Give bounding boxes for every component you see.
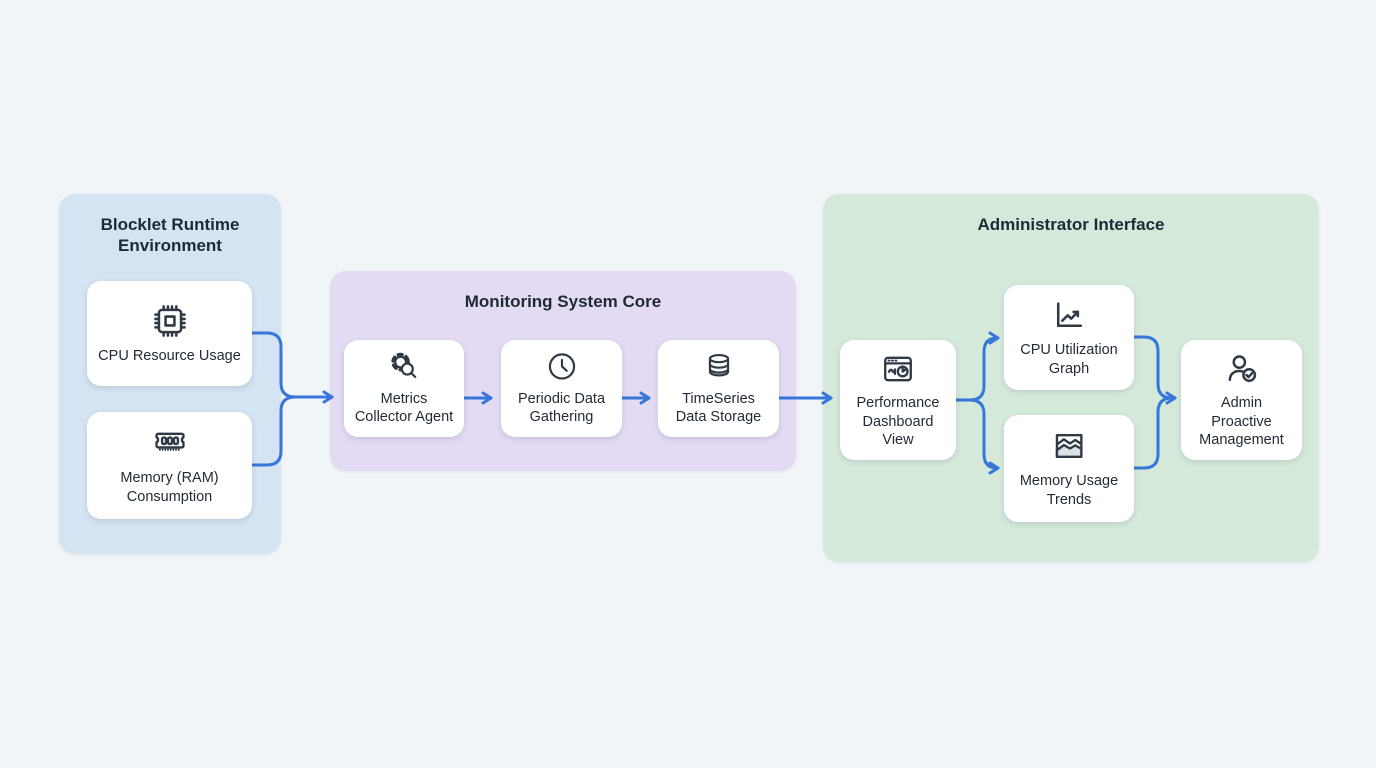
group-title-admin: Administrator Interface [977, 215, 1165, 234]
clock-icon [548, 353, 575, 380]
group-title-core: Monitoring System Core [464, 292, 662, 311]
node-label: Periodic Data Gathering [517, 390, 606, 426]
group-title-runtime: Blocklet Runtime Environment [100, 215, 240, 256]
node-label: Admin Proactive Management [1199, 395, 1284, 449]
line-chart-icon [1056, 302, 1082, 328]
area-chart-icon [1055, 434, 1083, 459]
node-label: CPU Utilization Graph [1020, 342, 1118, 377]
node-label: Performance Dashboard View [856, 395, 940, 449]
node-label: Memory Usage Trends [1019, 473, 1119, 508]
node-label: Metrics Collector Agent [354, 390, 454, 426]
dashboard-window-icon [884, 356, 912, 382]
node-label: TimeSeries Data Storage [675, 390, 762, 426]
database-icon [708, 353, 729, 377]
memory-stick-icon [154, 433, 185, 452]
node-timeseries-data-storage: TimeSeries Data Storage [658, 340, 779, 437]
node-cpu-resource-usage: CPU Resource Usage [87, 281, 252, 386]
node-memory-ram-consumption: Memory (RAM) Consumption [87, 412, 252, 519]
node-label: CPU Resource Usage [98, 347, 241, 364]
node-cpu-utilization-graph: CPU Utilization Graph [1004, 285, 1134, 390]
node-admin-proactive-management: Admin Proactive Management [1181, 340, 1302, 460]
node-memory-usage-trends: Memory Usage Trends [1004, 415, 1134, 522]
gear-search-icon [391, 352, 417, 379]
user-check-icon [1228, 355, 1256, 383]
node-metrics-collector-agent: Metrics Collector Agent [344, 340, 464, 437]
node-label: Memory (RAM) Consumption [120, 470, 219, 505]
cpu-chip-icon [153, 304, 186, 337]
node-performance-dashboard-view: Performance Dashboard View [840, 340, 956, 460]
node-periodic-data-gathering: Periodic Data Gathering [501, 340, 622, 437]
